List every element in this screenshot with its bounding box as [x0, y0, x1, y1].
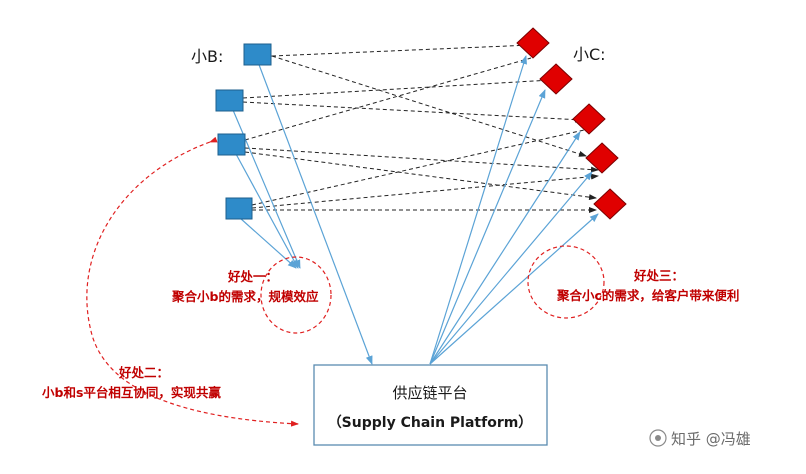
small-c-node[interactable] [585, 142, 619, 174]
platform-rect [313, 364, 548, 446]
solid-link [429, 55, 527, 365]
benefit-one-title: 好处一： [227, 269, 278, 284]
dashed-link [242, 77, 552, 99]
dashed-link [237, 57, 532, 145]
platform-to-c-links [429, 55, 599, 365]
small-b-nodes [215, 43, 272, 220]
solid-link [239, 217, 297, 269]
dashed-link [251, 173, 599, 209]
platform-name: 供应链平台 [392, 384, 467, 402]
solid-link [429, 171, 593, 365]
benefit-highlights [86, 136, 605, 427]
small-c-node[interactable] [593, 188, 627, 220]
b-c-dashed-links [235, 42, 599, 213]
small-c-nodes [516, 27, 627, 220]
solid-link [429, 131, 581, 365]
small-c-node[interactable] [516, 27, 550, 59]
benefit-three-text: 聚合小c的需求，给客户带来便利 [556, 288, 739, 303]
watermark: 知乎 @冯雄 [649, 429, 751, 448]
small-c-label: 小C: [573, 45, 606, 64]
solid-link [429, 89, 546, 365]
watermark-text: 知乎 @冯雄 [671, 430, 751, 448]
benefit-two-text: 小b和s平台相互协同，实现共赢 [41, 385, 221, 400]
small-c-node[interactable] [572, 103, 606, 135]
benefit-one-text: 聚合小b的需求，规模效应 [171, 289, 319, 304]
benefit-three-circle [527, 245, 605, 319]
dashed-link [235, 98, 583, 123]
small-c-node[interactable] [539, 63, 573, 95]
platform-box[interactable]: 供应链平台 （Supply Chain Platform） [313, 364, 548, 446]
dashed-link [244, 151, 597, 201]
small-b-label: 小B: [191, 47, 223, 66]
benefit-two-title: 好处二： [118, 365, 169, 380]
benefit-two-curve [86, 136, 299, 427]
solid-link [429, 213, 599, 365]
watermark-icon-dot [655, 435, 661, 441]
small-b-node[interactable] [215, 89, 244, 112]
platform-english: （Supply Chain Platform） [328, 415, 533, 431]
dashed-link [237, 144, 599, 173]
small-b-node[interactable] [243, 43, 272, 66]
small-b-node[interactable] [225, 197, 253, 220]
watermark-icon [649, 429, 667, 447]
small-b-node[interactable] [217, 133, 246, 156]
solid-link [257, 61, 373, 365]
benefit-three-title: 好处三： [633, 268, 684, 283]
dashed-link [264, 42, 532, 60]
dashed-link [244, 129, 585, 210]
